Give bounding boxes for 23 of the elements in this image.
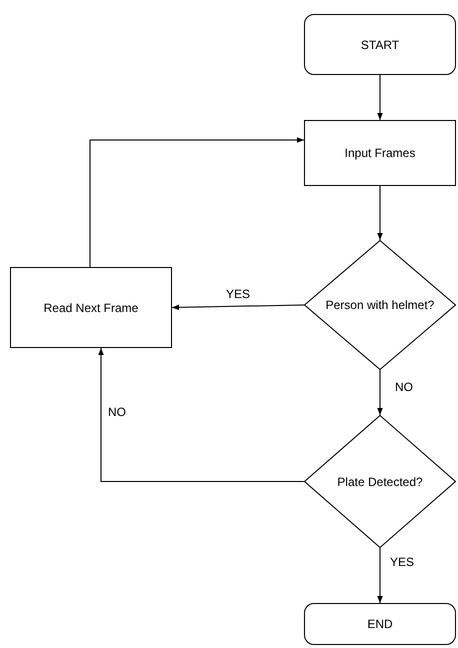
arrow (377, 370, 383, 416)
edge-label: YES (224, 287, 252, 301)
edge-label: NO (106, 405, 128, 419)
arrow (377, 74, 383, 120)
decision-diamond (304, 415, 456, 548)
terminal-box (304, 14, 456, 75)
node-label: Plate Detected? (337, 474, 423, 488)
arrow (377, 548, 383, 604)
arrow (377, 186, 383, 240)
arrow (98, 348, 304, 482)
process-box (10, 267, 172, 348)
process-box (304, 120, 456, 186)
edge-label: YES (388, 555, 416, 569)
terminal-box (304, 603, 456, 645)
node-label: START (360, 38, 400, 52)
decision-diamond (304, 240, 456, 370)
node-label: Person with helmet? (326, 298, 434, 312)
arrow (90, 137, 304, 268)
node-label: Read Next Frame (44, 300, 138, 314)
node-label: Input Frames (344, 146, 416, 160)
edge-label: NO (393, 380, 415, 394)
node-label: END (367, 617, 393, 631)
arrow (172, 304, 304, 310)
